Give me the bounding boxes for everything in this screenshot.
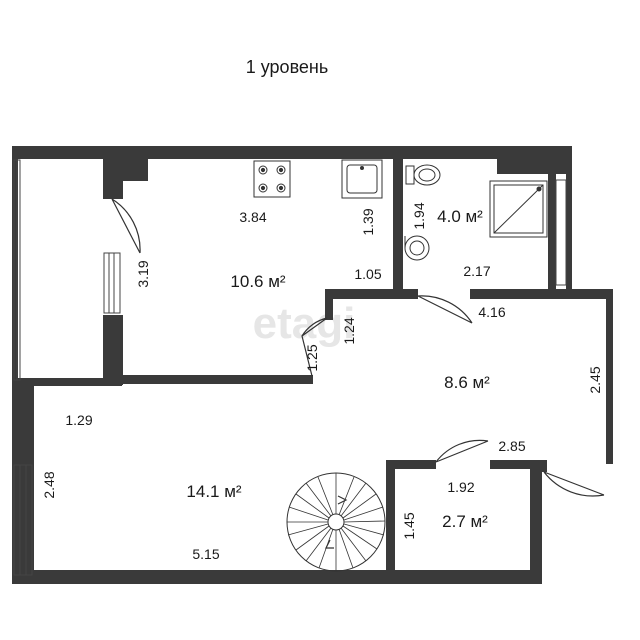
spiral-staircase-icon bbox=[286, 472, 386, 572]
windows bbox=[13, 159, 567, 576]
door-entrance-swing bbox=[543, 471, 605, 497]
wall-storage-left bbox=[386, 460, 395, 575]
wall-right-lower bbox=[530, 463, 542, 584]
sink-icon bbox=[341, 159, 383, 199]
wall-hall-right bbox=[606, 289, 613, 464]
wall-bottom bbox=[12, 570, 542, 584]
area-labels: 10.6 м² 4.0 м² 8.6 м² 14.1 м² 2.7 м² bbox=[186, 207, 490, 531]
wall-hall-top bbox=[470, 289, 613, 299]
area-kitchen: 10.6 м² bbox=[230, 272, 285, 291]
window-kitchen-balcony bbox=[103, 252, 121, 314]
toilet-icon bbox=[405, 164, 441, 186]
area-bathroom: 4.0 м² bbox=[437, 207, 483, 226]
dim-2-45: 2.45 bbox=[587, 366, 603, 393]
dim-1-39: 1.39 bbox=[360, 208, 376, 235]
dim-2-85: 2.85 bbox=[498, 438, 525, 454]
area-hall: 8.6 м² bbox=[444, 373, 490, 392]
wall-kitchen-bottom bbox=[103, 375, 313, 384]
door-kitchen-swing bbox=[301, 317, 328, 377]
dim-2-17: 2.17 bbox=[463, 263, 490, 279]
dim-1-94: 1.94 bbox=[411, 202, 427, 229]
wall-shaft bbox=[497, 146, 572, 174]
door-bathroom-swing bbox=[417, 295, 473, 324]
wall-living-top bbox=[12, 378, 122, 386]
wall-entrance-stub bbox=[530, 460, 547, 472]
wall-left-upper bbox=[12, 146, 18, 381]
wall-top bbox=[12, 146, 572, 159]
wall-shaft-v bbox=[548, 174, 556, 289]
dim-1-24: 1.24 bbox=[341, 317, 357, 344]
dim-4-16: 4.16 bbox=[478, 304, 505, 320]
area-living: 14.1 м² bbox=[186, 482, 241, 501]
wall-kitchen-door-pier-v bbox=[325, 289, 333, 320]
dim-1-29: 1.29 bbox=[65, 412, 92, 428]
wall-kitchen-door-pier bbox=[325, 289, 405, 299]
door-storage-swing bbox=[435, 439, 489, 463]
wall-pier-top bbox=[123, 159, 148, 181]
shower-icon bbox=[489, 180, 548, 238]
dim-2-48: 2.48 bbox=[41, 471, 57, 498]
door-balcony-swing bbox=[111, 198, 141, 254]
wall-kitchen-left-lower bbox=[103, 315, 123, 385]
area-storage: 2.7 м² bbox=[442, 512, 488, 531]
wall-left-lower bbox=[12, 382, 34, 582]
dim-3-84: 3.84 bbox=[239, 209, 266, 225]
window-living bbox=[13, 464, 33, 576]
wall-storage-top-left bbox=[386, 460, 436, 469]
stove-icon bbox=[253, 160, 291, 198]
dim-1-25: 1.25 bbox=[304, 344, 320, 371]
watermark: etagi bbox=[253, 299, 356, 348]
wall-kitchen-bath bbox=[393, 159, 403, 296]
wall-shaft-v2 bbox=[566, 174, 572, 289]
dim-1-92: 1.92 bbox=[447, 479, 474, 495]
wall-storage-top-right bbox=[490, 460, 542, 469]
doors bbox=[111, 198, 605, 497]
dim-1-05: 1.05 bbox=[354, 266, 381, 282]
washbasin-icon bbox=[404, 235, 430, 261]
dimension-labels: 3.84 1.39 1.94 3.19 1.05 1.24 1.25 2.17 … bbox=[41, 202, 603, 562]
window-bathroom bbox=[555, 179, 567, 286]
dim-5-15: 5.15 bbox=[192, 546, 219, 562]
dim-3-19: 3.19 bbox=[135, 260, 151, 287]
floor-title: 1 уровень bbox=[246, 57, 329, 77]
wall-kitchen-left bbox=[103, 159, 123, 199]
dim-1-45: 1.45 bbox=[401, 512, 417, 539]
walls bbox=[12, 146, 613, 584]
wall-bath-bottom bbox=[393, 289, 418, 299]
